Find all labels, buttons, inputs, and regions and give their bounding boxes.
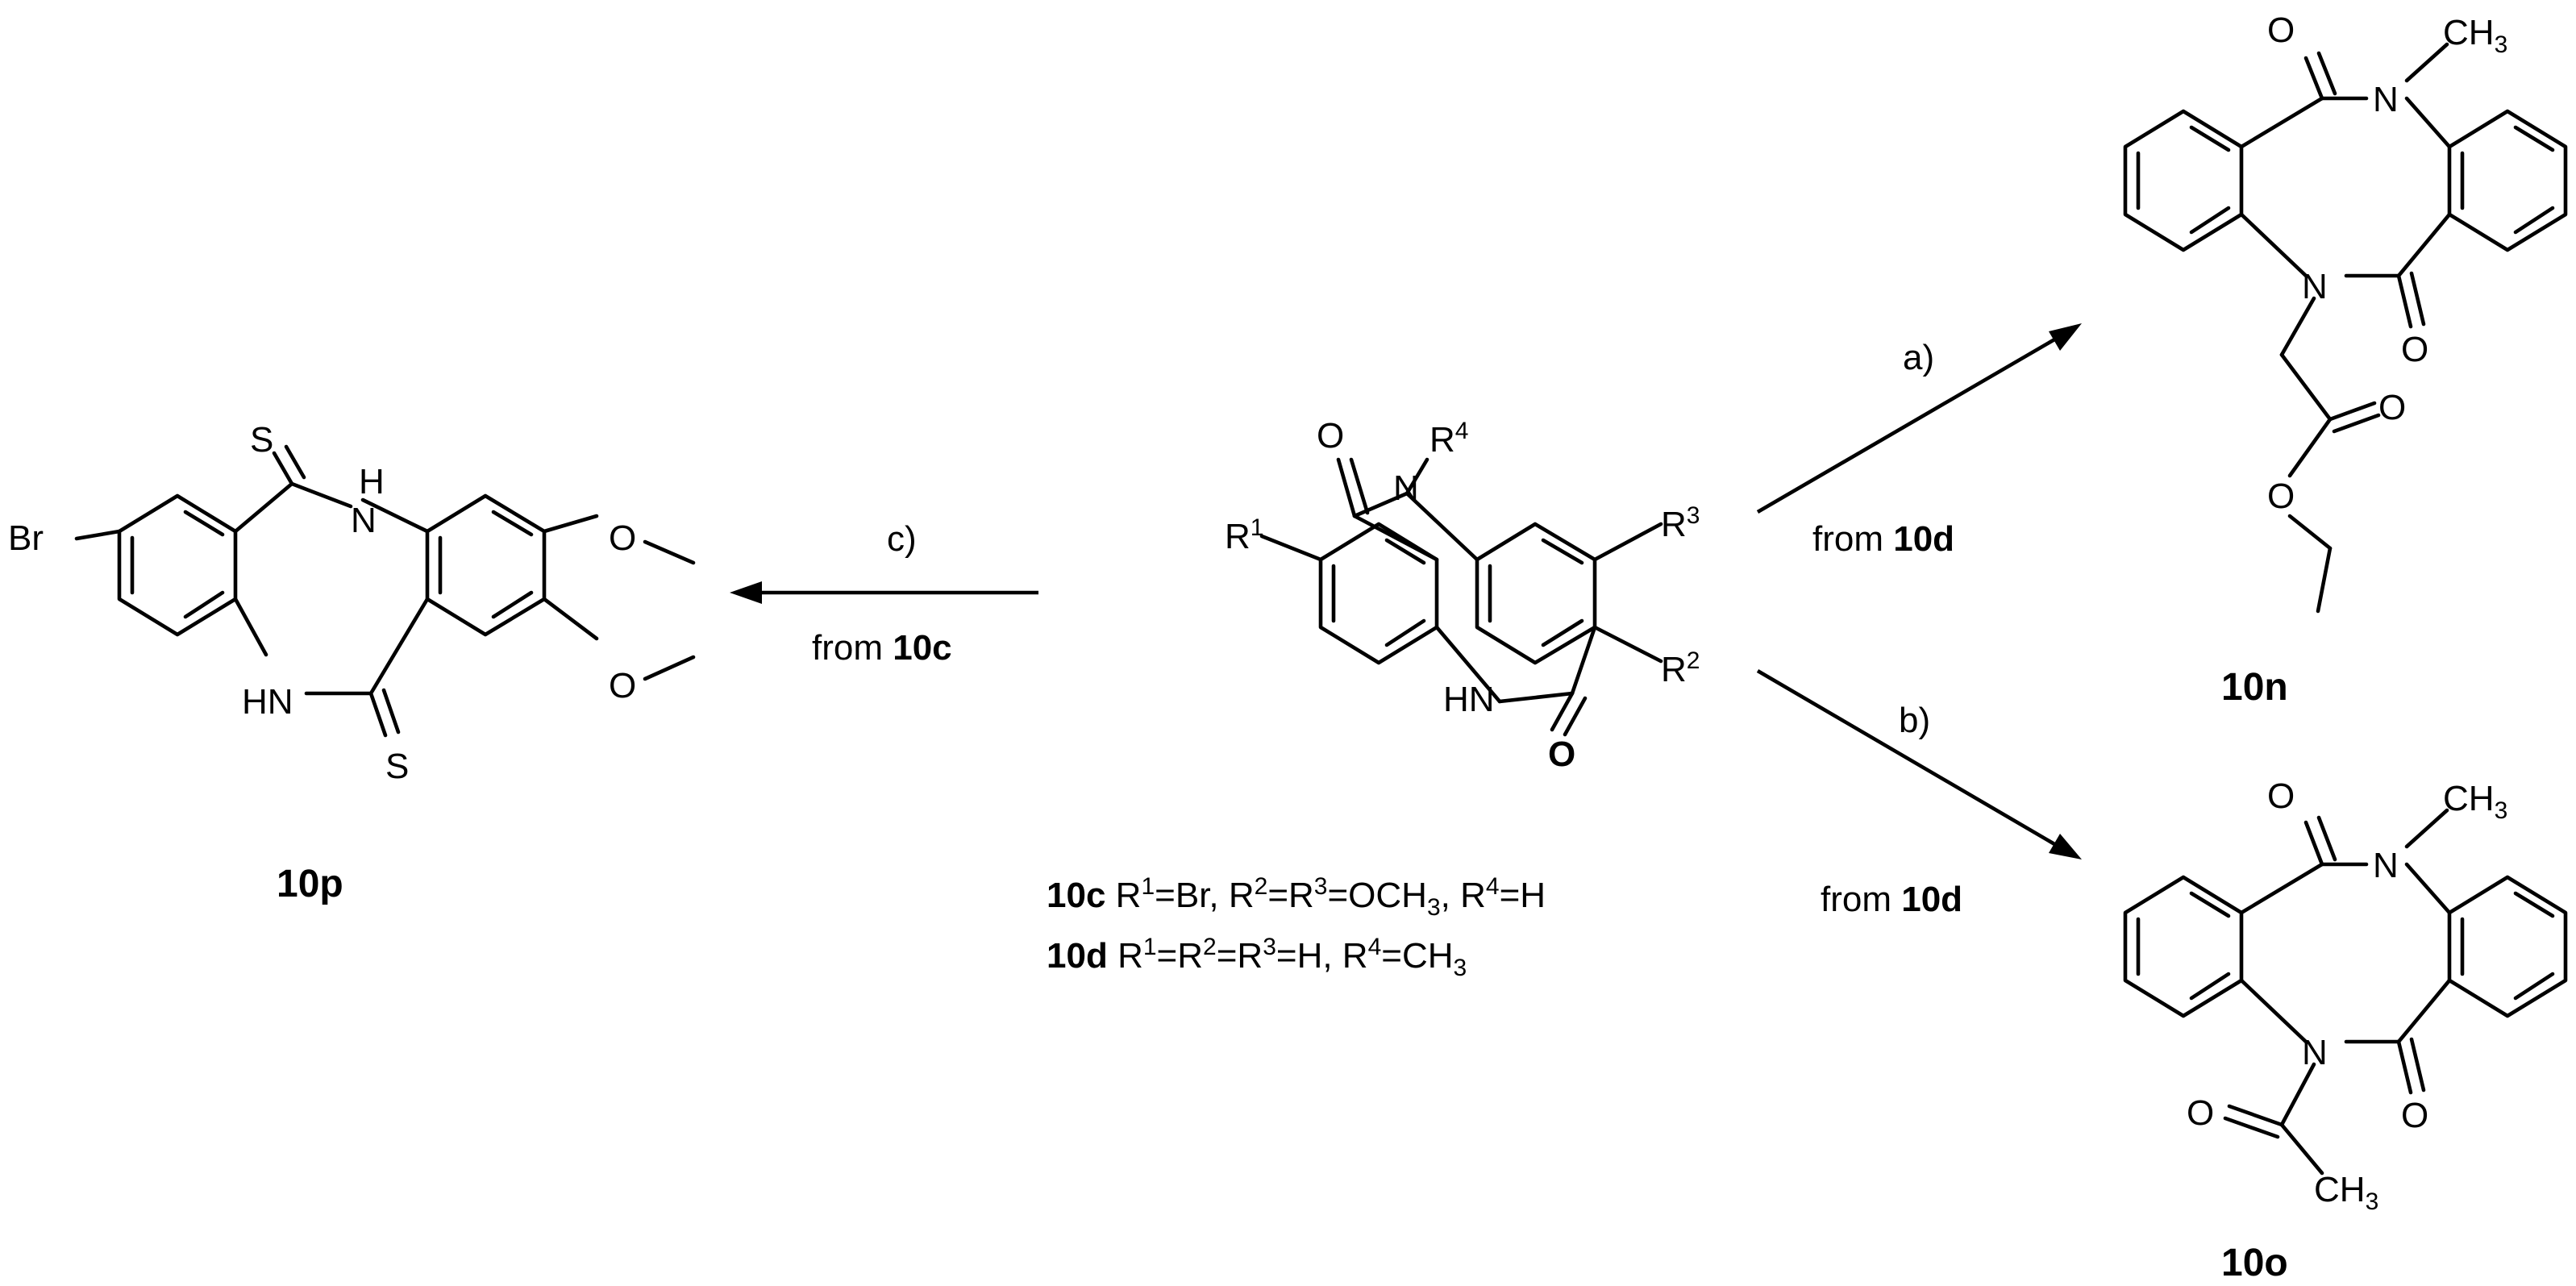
atom-label: Br: [8, 518, 44, 558]
condition-b-letter: b): [1899, 701, 1930, 740]
atom-label: HN: [1443, 680, 1495, 719]
r-group-definition-10d: 10d R1=R2=R3=H, R4=CH3: [1047, 934, 1467, 981]
atom-label: O: [2187, 1093, 2214, 1133]
atom-label: S: [385, 747, 409, 786]
atom-label: R2: [1661, 647, 1700, 689]
atom-label: N: [2373, 846, 2399, 885]
condition-b-source: from 10d: [1821, 880, 1962, 919]
starting-material-atoms: O N R4 R1 R3 R2 HN O: [1225, 416, 1700, 774]
product-10n-structure: [2123, 42, 2568, 614]
atom-label: N: [2373, 80, 2399, 119]
starting-material-structure: [1259, 457, 1663, 737]
atom-label: N: [2302, 267, 2328, 306]
atom-label: O: [2401, 330, 2428, 369]
atom-label: CH3: [2443, 779, 2507, 824]
product-10o-atoms: O N CH3 N O O CH3: [2187, 776, 2507, 1215]
arrow-b: [1756, 669, 2082, 859]
atom-label: O: [2267, 776, 2295, 816]
atom-label: HN: [242, 682, 293, 722]
atom-label: O: [2267, 477, 2295, 516]
condition-a-letter: a): [1903, 338, 1934, 377]
condition-c-letter: c): [887, 519, 917, 559]
condition-c-source: from 10c: [812, 628, 952, 668]
atom-label: CH3: [2314, 1170, 2378, 1215]
arrow-a: [1756, 323, 2082, 514]
product-10o-structure: [2123, 808, 2568, 1176]
atom-label: O: [2378, 388, 2406, 427]
compound-label-10n: 10n: [2221, 666, 2288, 709]
atom-label: N: [351, 501, 377, 540]
atom-label: R3: [1661, 502, 1700, 544]
r-group-definition-10c: 10c R1=Br, R2=R3=OCH3, R4=H: [1047, 873, 1546, 921]
product-10n-atoms: O N CH3 N O O O: [2267, 10, 2507, 516]
atom-label: O: [2401, 1096, 2428, 1135]
atom-label: N: [1393, 468, 1419, 508]
atom-label: O: [609, 518, 636, 558]
atom-label: H: [359, 462, 385, 501]
atom-label: R1: [1225, 514, 1263, 556]
atom-label: O: [609, 666, 636, 705]
arrow-c: [730, 581, 1038, 604]
atom-label: S: [250, 420, 273, 460]
product-10p-structure: [74, 444, 696, 738]
compound-label-10p: 10p: [277, 863, 343, 905]
atom-label: O: [2267, 10, 2295, 50]
compound-label-10o: 10o: [2221, 1242, 2288, 1284]
atom-label: CH3: [2443, 13, 2507, 58]
product-10p-atoms: S H N Br HN S O O: [8, 420, 636, 786]
atom-label: O: [1317, 416, 1344, 456]
atom-label: N: [2302, 1033, 2328, 1072]
atom-label: O: [1548, 735, 1575, 774]
atom-label: R4: [1429, 418, 1468, 460]
condition-a-source: from 10d: [1812, 519, 1954, 559]
